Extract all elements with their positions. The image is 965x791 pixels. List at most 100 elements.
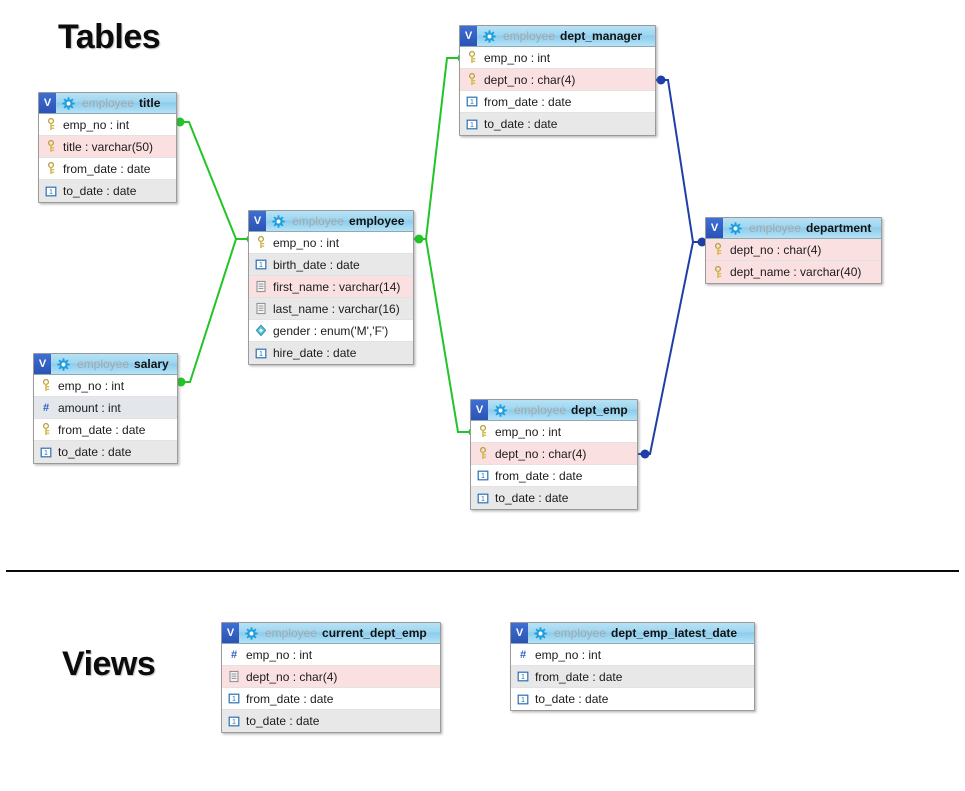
column-row[interactable]: last_name : varchar(16) bbox=[249, 298, 413, 320]
date-icon: 1 bbox=[477, 493, 489, 503]
column-row[interactable]: 1 to_date : date bbox=[460, 113, 655, 135]
column-label: to_date : date bbox=[63, 184, 137, 198]
column-row[interactable]: emp_no : int bbox=[460, 47, 655, 69]
date-icon: 1 bbox=[466, 119, 478, 129]
date-icon: 1 bbox=[255, 259, 267, 270]
column-label: to_date : date bbox=[58, 445, 132, 459]
column-label: title : varchar(50) bbox=[63, 139, 154, 154]
entity-name: salary bbox=[134, 357, 169, 371]
svg-text:1: 1 bbox=[470, 99, 474, 106]
column-row[interactable]: emp_no : int bbox=[39, 114, 176, 136]
number-icon: # bbox=[520, 649, 526, 661]
view-badge: V bbox=[511, 623, 528, 643]
column-row[interactable]: from_date : date bbox=[34, 419, 177, 441]
view-badge: V bbox=[471, 400, 488, 420]
svg-text:#: # bbox=[43, 402, 49, 414]
column-row[interactable]: emp_no : int bbox=[34, 375, 177, 397]
gear-icon bbox=[245, 626, 258, 640]
key-icon bbox=[47, 162, 55, 174]
view-badge: V bbox=[222, 623, 239, 643]
column-row[interactable]: 1 to_date : date bbox=[222, 710, 440, 732]
column-label: from_date : date bbox=[535, 669, 623, 684]
entity-name: department bbox=[806, 221, 872, 235]
date-icon: 1 bbox=[228, 716, 240, 726]
column-row[interactable]: # emp_no : int bbox=[511, 644, 754, 666]
column-label: hire_date : date bbox=[273, 346, 357, 360]
section-heading-views: Views bbox=[62, 645, 156, 683]
key-icon bbox=[42, 379, 50, 391]
column-label: dept_no : char(4) bbox=[495, 446, 587, 461]
schema-name: employee bbox=[514, 403, 567, 417]
column-label: to_date : date bbox=[484, 117, 558, 131]
date-icon: 1 bbox=[228, 693, 240, 704]
column-row[interactable]: dept_name : varchar(40) bbox=[706, 261, 881, 283]
section-divider bbox=[6, 570, 959, 572]
svg-text:1: 1 bbox=[470, 122, 474, 129]
date-icon: 1 bbox=[517, 694, 529, 704]
svg-text:#: # bbox=[231, 649, 237, 661]
key-icon bbox=[468, 51, 476, 63]
date-icon: 1 bbox=[517, 671, 529, 682]
view-badge: V bbox=[249, 211, 266, 231]
column-row[interactable]: # emp_no : int bbox=[222, 644, 440, 666]
entity-name: dept_manager bbox=[560, 29, 643, 43]
column-row[interactable]: dept_no : char(4) bbox=[706, 239, 881, 261]
column-row[interactable]: #amount : int bbox=[34, 397, 177, 419]
column-row[interactable]: dept_no : char(4) bbox=[460, 69, 655, 91]
svg-text:#: # bbox=[520, 649, 526, 661]
column-label: emp_no : int bbox=[246, 647, 313, 662]
column-row[interactable]: gender : enum('M','F') bbox=[249, 320, 413, 342]
schema-name: employee bbox=[77, 357, 130, 371]
key-icon bbox=[257, 236, 265, 248]
column-label: emp_no : int bbox=[273, 235, 340, 250]
column-row[interactable]: emp_no : int bbox=[471, 421, 637, 443]
column-row[interactable]: first_name : varchar(14) bbox=[249, 276, 413, 298]
text-icon bbox=[256, 302, 266, 315]
svg-text:1: 1 bbox=[481, 473, 485, 480]
column-label: from_date : date bbox=[63, 161, 151, 176]
column-label: last_name : varchar(16) bbox=[273, 301, 400, 316]
column-label: emp_no : int bbox=[535, 647, 602, 662]
gear-icon bbox=[483, 29, 496, 43]
column-row[interactable]: dept_no : char(4) bbox=[471, 443, 637, 465]
column-label: to_date : date bbox=[246, 714, 320, 728]
wire-deptmanager-department bbox=[656, 79, 705, 243]
wire-employee-deptmanager bbox=[414, 57, 459, 240]
column-row[interactable]: 1 from_date : date bbox=[511, 666, 754, 688]
svg-text:1: 1 bbox=[481, 496, 485, 503]
column-row[interactable]: from_date : date bbox=[39, 158, 176, 180]
column-row[interactable]: emp_no : int bbox=[249, 232, 413, 254]
column-label: dept_no : char(4) bbox=[246, 669, 338, 684]
column-row[interactable]: dept_no : char(4) bbox=[222, 666, 440, 688]
view-badge: V bbox=[34, 354, 51, 374]
gear-icon bbox=[494, 403, 507, 417]
column-row[interactable]: title : varchar(50) bbox=[39, 136, 176, 158]
column-label: dept_name : varchar(40) bbox=[730, 265, 862, 279]
wire-salary-employee bbox=[178, 238, 248, 383]
